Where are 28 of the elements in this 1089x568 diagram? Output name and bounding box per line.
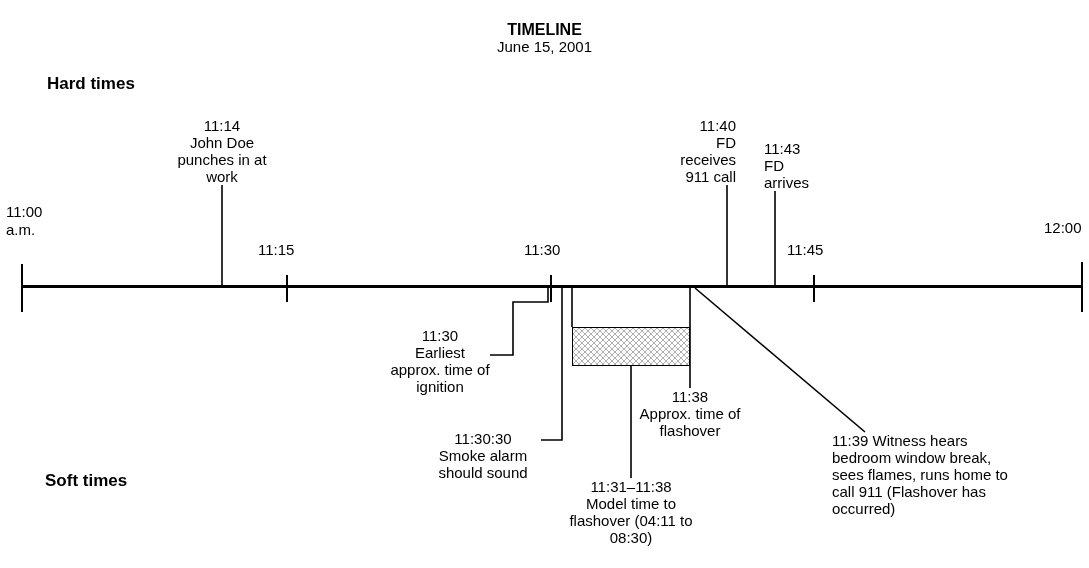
event-note: 11:30 Earliest approx. time of ignition	[390, 327, 490, 395]
event-note: 11:39 Witness hears bedroom window break, sees flames, runs home to call 911 (Flashover has occurred)	[832, 432, 1012, 517]
event-note: 11:14 John Doe punches in at work	[162, 117, 282, 185]
leader-line	[630, 365, 632, 479]
date-subtitle: June 15, 2001	[495, 38, 594, 56]
leader-line	[489, 287, 549, 356]
section-heading: Soft times	[45, 472, 128, 490]
tick-label: 11:00 a.m.	[6, 203, 44, 239]
leader-line	[694, 287, 866, 433]
leader-line	[689, 287, 691, 389]
tick-label: 12:00	[1044, 219, 1082, 237]
event-note: 11:40 FD receives 911 call	[660, 117, 736, 185]
event-note: 11:31–11:38 Model time to flashover (04:11 to 08:30)	[566, 478, 696, 546]
title: TIMELINE	[506, 20, 583, 40]
tick-label: 11:45	[787, 241, 824, 259]
tick-label: 11:15	[258, 241, 295, 259]
event-note: 11:43 FD arrives	[764, 140, 826, 191]
leader-line	[726, 184, 728, 286]
leader-line	[571, 287, 573, 328]
section-heading: Hard times	[47, 75, 135, 93]
leader-line	[774, 190, 776, 286]
hatched-bar	[572, 327, 690, 366]
leader-line	[221, 184, 223, 286]
timeline-axis	[22, 285, 1083, 288]
event-note: 11:38 Approx. time of flashover	[633, 388, 747, 439]
event-note: 11:30:30 Smoke alarm should sound	[425, 430, 541, 481]
leader-line	[540, 287, 563, 441]
tick-label: 11:30	[524, 241, 561, 259]
